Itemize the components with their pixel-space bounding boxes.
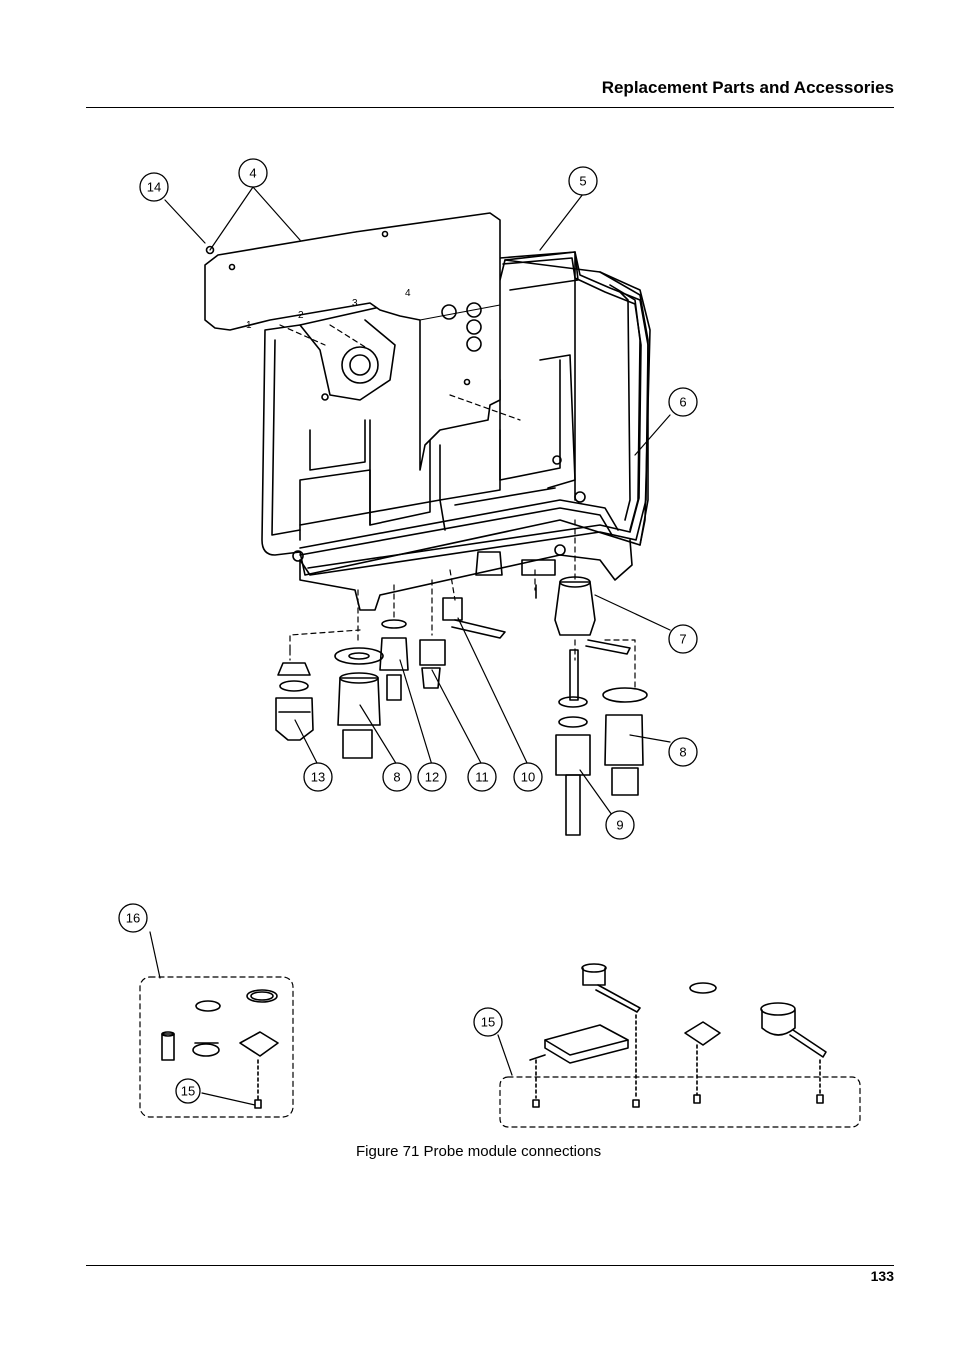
enclosure-body xyxy=(261,251,651,611)
callout-11: 11 xyxy=(475,770,489,785)
callout-8-right: 8 xyxy=(679,745,686,760)
cable-glands-right xyxy=(475,551,648,836)
kit-16-parts xyxy=(139,976,294,1118)
footer-rule xyxy=(86,1265,894,1266)
panel-slot-labels: 1 2 3 4 xyxy=(246,288,411,331)
page-number: 133 xyxy=(870,1268,894,1284)
cover-plate xyxy=(204,212,501,471)
page-header-title: Replacement Parts and Accessories xyxy=(601,78,894,97)
callout-4: 4 xyxy=(249,166,256,181)
callout-14: 14 xyxy=(147,180,161,195)
assembly-guide-lines xyxy=(279,324,636,691)
enclosure-gasket xyxy=(299,251,649,576)
slot-label-1: 1 xyxy=(246,320,252,331)
callout-16: 16 xyxy=(126,911,140,926)
cable-glands-left xyxy=(275,597,506,759)
callout-8-left: 8 xyxy=(393,770,400,785)
header-rule xyxy=(86,107,894,108)
callout-12: 12 xyxy=(425,770,439,785)
callout-9: 9 xyxy=(616,818,623,833)
callout-circles xyxy=(118,158,698,1104)
figure-caption: Figure 71 Probe module connections xyxy=(356,1143,602,1160)
callout-13: 13 xyxy=(311,770,325,785)
callout-15-kit15: 15 xyxy=(481,1015,495,1030)
kit-15-parts xyxy=(499,963,861,1128)
slot-label-3: 3 xyxy=(352,298,358,309)
callout-10: 10 xyxy=(521,770,535,785)
slot-label-4: 4 xyxy=(405,288,411,299)
callout-5: 5 xyxy=(579,174,586,189)
callout-15-kit16: 15 xyxy=(181,1084,195,1099)
callout-7: 7 xyxy=(679,632,686,647)
callout-6: 6 xyxy=(679,395,686,410)
slot-label-2: 2 xyxy=(298,310,304,321)
callout-leaders xyxy=(149,186,671,1106)
